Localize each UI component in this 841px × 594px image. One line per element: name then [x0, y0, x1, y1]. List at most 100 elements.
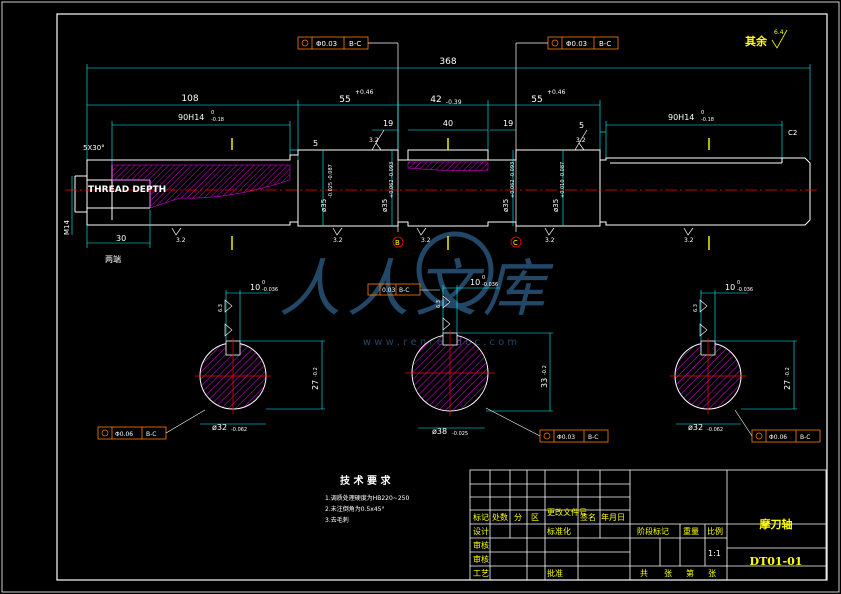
hatch-keyway-center — [407, 161, 489, 171]
dim-thread: M14 — [63, 220, 71, 235]
tb-sheet-2: 第 — [686, 568, 694, 578]
fcf-sec-right-value: Φ0.06 — [769, 434, 787, 441]
section-right-width-tol-upper: 0 — [737, 280, 740, 286]
tb-header-2: 分 — [514, 513, 522, 522]
dim-fit-left-tol-upper: 0 — [211, 110, 214, 116]
section-center-diam-tol: -0.025 — [452, 431, 468, 437]
dim-108: 108 — [181, 94, 198, 104]
section-left-width-tol: -0.036 — [262, 287, 278, 293]
section-center: 10 0 -0.036 33 -0.2 ø38 -0.025 6.3 — [405, 275, 553, 437]
rough-1: 3.2 — [369, 137, 379, 144]
inner-frame — [56, 13, 828, 581]
section-right-width: 10 — [725, 283, 735, 292]
roughness-marks — [171, 129, 694, 236]
diam-b: ø35 +0.062 -0.093 — [381, 162, 395, 212]
section-center-rough: 6.3 — [436, 300, 442, 308]
datum-b-label: B — [395, 239, 400, 247]
tech-req-item-2: 2.未注倒角为0.5x45° — [325, 505, 384, 513]
datum-b: B — [392, 236, 404, 248]
dim-fit-left: 90H14 — [178, 113, 204, 122]
tb-scale-label: 比例 — [707, 526, 723, 536]
section-right-diam: ø32 — [688, 423, 703, 432]
title-block: 标记 处数 分 区 更改文件号 签名 年月日 设计 标准化 审核 审核 工艺 批… — [469, 469, 827, 581]
dim-55-b-tol: +0.46 — [547, 89, 566, 96]
diam-c-tol: +0.062 -0.093 — [510, 162, 516, 198]
tb-drawing-no: DT01-01 — [750, 555, 803, 568]
datum-c-label: C — [513, 239, 518, 247]
tech-req-title: 技 术 要 求 — [340, 474, 391, 487]
dim-5-b: 5 — [579, 121, 584, 130]
section-right-width-tol: -0.036 — [737, 287, 753, 293]
dim-40: 40 — [443, 119, 453, 128]
tb-header-4: 更改文件号 — [547, 507, 587, 517]
dimension-row-2 — [87, 100, 601, 160]
tb-design: 设计 — [473, 526, 489, 536]
fcf-mid-center: 0.03 B-C — [367, 283, 421, 296]
thread-note: THREAD DEPTH — [88, 185, 166, 195]
fcf-sec-center-datum: B-C — [588, 434, 598, 441]
dim-55-b: 55 — [531, 95, 542, 105]
section-left-depth: 27 — [311, 380, 320, 390]
section-right: 10 0 -0.036 27 -0.2 ø32 -0.062 6.3 — [670, 280, 797, 433]
dim-chamfer-left: 5X30° — [83, 144, 105, 152]
diam-d: ø35 +0.010 -0.087 — [552, 162, 566, 212]
rough-5: 3.2 — [421, 237, 431, 244]
fcf-sec-right: Φ0.06 B-C — [751, 429, 821, 443]
rough-7: 3.2 — [684, 237, 694, 244]
surface-note-symbol — [771, 29, 788, 49]
fcf-sec-right-datum: B-C — [800, 434, 810, 441]
tb-header-6: 年月日 — [601, 512, 625, 522]
tb-check: 审核 — [473, 540, 489, 550]
fcf-sec-left-datum: B-C — [146, 431, 156, 438]
section-center-depth-tol: -0.2 — [542, 365, 548, 375]
tb-weight: 重量 — [683, 526, 699, 536]
dim-overall-text: 368 — [439, 57, 456, 67]
section-right-depth: 27 — [783, 380, 792, 390]
tb-review: 审核 — [473, 554, 489, 564]
fcf-top-right: Φ0.03 B-C — [547, 36, 619, 50]
diam-c: ø35 +0.062 -0.093 — [502, 162, 516, 212]
fcf-mid-center-value: 0.03 — [382, 287, 396, 294]
watermark-circle — [416, 231, 494, 309]
section-marks — [231, 138, 710, 250]
section-right-depth-tol: -0.2 — [785, 367, 791, 377]
tb-stage-mark: 阶段标记 — [637, 526, 669, 536]
section-left-width: 10 — [250, 283, 260, 292]
tb-standardize: 标准化 — [547, 526, 571, 536]
dim-thread-text: M14 — [63, 220, 71, 235]
hatch-keyway-left — [111, 164, 291, 209]
fcf-sec-left: Φ0.06 B-C — [97, 426, 167, 440]
diam-a-tol: -0.025 -0.087 — [328, 164, 334, 198]
diameter-dims — [322, 150, 564, 226]
tb-sheet-1: 张 — [664, 569, 672, 578]
tb-process: 工艺 — [473, 569, 489, 578]
tb-header-5: 签名 — [580, 512, 596, 522]
dim-42: 42 — [430, 95, 441, 105]
dim-fit-right-tol-upper: 0 — [701, 110, 704, 116]
dim-5-a: 5 — [313, 139, 318, 148]
rough-3: 3.2 — [176, 237, 186, 244]
tb-approve: 批准 — [547, 568, 563, 578]
dim-19-a: 19 — [383, 119, 393, 128]
fcf-top-right-value: Φ0.03 — [566, 40, 587, 48]
watermark-cn: 人人文库 — [279, 252, 554, 325]
fcf-top-left: Φ0.03 B-C — [297, 36, 369, 50]
section-left-diam: ø32 — [212, 423, 227, 432]
tb-header-0: 标记 — [473, 512, 489, 522]
dimension-row-3 — [111, 121, 783, 165]
fcf-sec-center: Φ0.03 B-C — [539, 429, 609, 443]
end-note: 两端 — [105, 254, 121, 264]
dim-fit-right: 90H14 — [668, 113, 694, 122]
dim-thread-length: 30 — [116, 234, 126, 243]
diam-b-tol: +0.062 -0.093 — [389, 162, 395, 198]
section-center-width-tol-upper: 0 — [482, 275, 485, 281]
section-right-rough: 6.3 — [693, 304, 699, 312]
dim-42-tol: -0.39 — [446, 99, 462, 106]
tb-sheet-0: 共 — [640, 569, 648, 578]
dim-chamfer-right: C2 — [788, 129, 797, 137]
dim-fit-right-tol: -0.18 — [701, 117, 714, 123]
dim-55-a-tol: +0.46 — [355, 89, 374, 96]
rough-6: 3.2 — [545, 237, 555, 244]
